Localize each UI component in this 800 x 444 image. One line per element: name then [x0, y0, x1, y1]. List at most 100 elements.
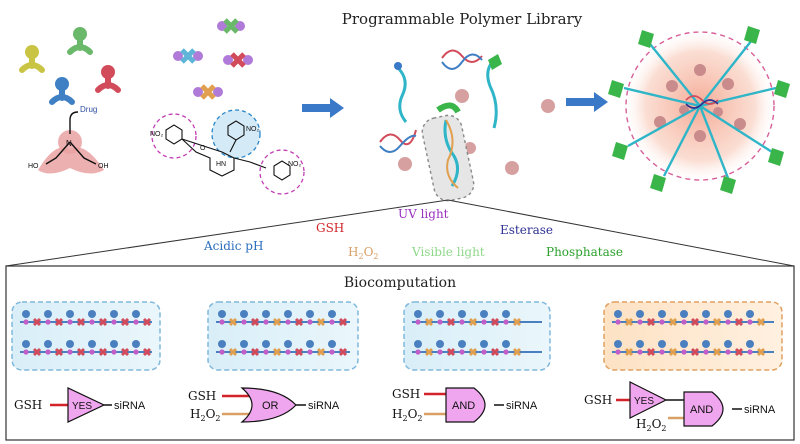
gate3-label: AND: [452, 400, 475, 412]
pattern-monomer: [240, 310, 248, 318]
nanoparticle-core-dots: [654, 64, 746, 142]
pattern-monomer: [746, 340, 754, 348]
crosslinker-orange: [193, 84, 223, 100]
pattern-crosslinker: [142, 317, 152, 327]
pattern-monomer: [636, 340, 644, 348]
gate3-input-gsh: GSH: [392, 387, 420, 401]
pattern-crosslinker: [250, 347, 260, 357]
pattern-node: [725, 349, 731, 355]
pattern-crosslinker: [120, 347, 130, 357]
pattern-monomer: [480, 340, 488, 348]
pattern-node: [219, 319, 225, 325]
pattern-monomer: [88, 310, 96, 318]
pattern-monomer: [724, 340, 732, 348]
pattern-crosslinker: [294, 317, 304, 327]
pattern-node: [681, 349, 687, 355]
oh-label: OH: [98, 163, 109, 170]
pattern-node: [23, 319, 29, 325]
gate4-output: siRNA: [744, 404, 776, 416]
pattern-node: [307, 319, 313, 325]
pattern-node: [637, 349, 643, 355]
monomer-green: [67, 27, 93, 55]
particle-dots: [398, 89, 555, 175]
pattern-node: [459, 349, 465, 355]
pattern-crosslinker: [120, 317, 130, 327]
pattern-monomer: [132, 340, 140, 348]
pattern-crosslinker: [32, 317, 42, 327]
pattern-monomer: [702, 340, 710, 348]
pattern-monomer: [614, 310, 622, 318]
pattern-crosslinker: [446, 347, 456, 357]
pattern-node: [219, 349, 225, 355]
pattern-node: [263, 349, 269, 355]
pattern-crosslinker: [54, 317, 64, 327]
pattern-crosslinker: [272, 317, 282, 327]
pattern-monomer: [22, 310, 30, 318]
pattern-box-3: [403, 301, 551, 371]
pattern-node: [285, 319, 291, 325]
pattern-monomer: [262, 310, 270, 318]
pattern-crosslinker: [756, 347, 766, 357]
pattern-crosslinker: [712, 347, 722, 357]
pattern-monomer: [284, 310, 292, 318]
pattern-monomer: [110, 340, 118, 348]
pattern-crosslinker: [490, 347, 500, 357]
pattern-node: [67, 319, 73, 325]
pattern-node: [23, 349, 29, 355]
pattern-crosslinker: [690, 347, 700, 357]
pattern-node: [503, 349, 509, 355]
pattern-node: [459, 319, 465, 325]
pattern-node: [503, 319, 509, 325]
stimulus-phosphatase: Phosphatase: [546, 245, 623, 259]
pattern-monomer: [414, 340, 422, 348]
pattern-monomer: [702, 310, 710, 318]
pattern-monomer: [458, 310, 466, 318]
pattern-node: [67, 349, 73, 355]
pattern-monomer: [436, 340, 444, 348]
gate4-yes-label: YES: [634, 396, 654, 407]
gate-and: GSH H2O2 AND siRNA: [392, 387, 538, 423]
pattern-node: [437, 349, 443, 355]
pattern-monomer: [306, 340, 314, 348]
funnel-lines: [5, 199, 795, 267]
gate1-label: YES: [72, 401, 92, 412]
pattern-monomer: [88, 340, 96, 348]
pattern-node: [263, 319, 269, 325]
monomer-pink-drug: Drug N HO OH: [28, 105, 109, 174]
nanoparticle-dna: [685, 95, 719, 109]
monomer-red: [95, 65, 121, 93]
arrow-1-icon: [302, 98, 344, 118]
stimulus-visible-light: Visible light: [411, 245, 485, 259]
ho-label: HO: [28, 163, 39, 170]
crosslinker-icons: [173, 18, 253, 100]
pattern-node: [747, 319, 753, 325]
pattern-node: [307, 349, 313, 355]
pattern-crosslinker: [424, 347, 434, 357]
pattern-node: [703, 319, 709, 325]
pattern-node: [659, 319, 665, 325]
pattern-crosslinker: [468, 317, 478, 327]
pattern-crosslinker: [98, 347, 108, 357]
pattern-node: [659, 349, 665, 355]
pattern-monomer: [680, 310, 688, 318]
pattern-crosslinker: [228, 347, 238, 357]
pattern-monomer: [306, 310, 314, 318]
crosslinker-green: [217, 18, 245, 34]
pattern-node: [111, 349, 117, 355]
gate2-input-h2o2: H2O2: [190, 407, 221, 423]
pattern-crosslinker: [98, 317, 108, 327]
pattern-monomer: [284, 340, 292, 348]
pattern-crosslinker: [624, 347, 634, 357]
pattern-crosslinker: [668, 317, 678, 327]
pattern-crosslinker: [446, 317, 456, 327]
pattern-node: [89, 319, 95, 325]
pattern-crosslinker: [646, 317, 656, 327]
gate4-input-h2o2: H2O2: [636, 417, 667, 433]
pattern-node: [133, 319, 139, 325]
pattern-node: [111, 319, 117, 325]
pattern-monomer: [658, 310, 666, 318]
pattern-monomer: [480, 310, 488, 318]
pattern-monomer: [328, 340, 336, 348]
page-title: Programmable Polymer Library: [342, 10, 583, 28]
nanoparticle-green-caps: [608, 26, 790, 194]
